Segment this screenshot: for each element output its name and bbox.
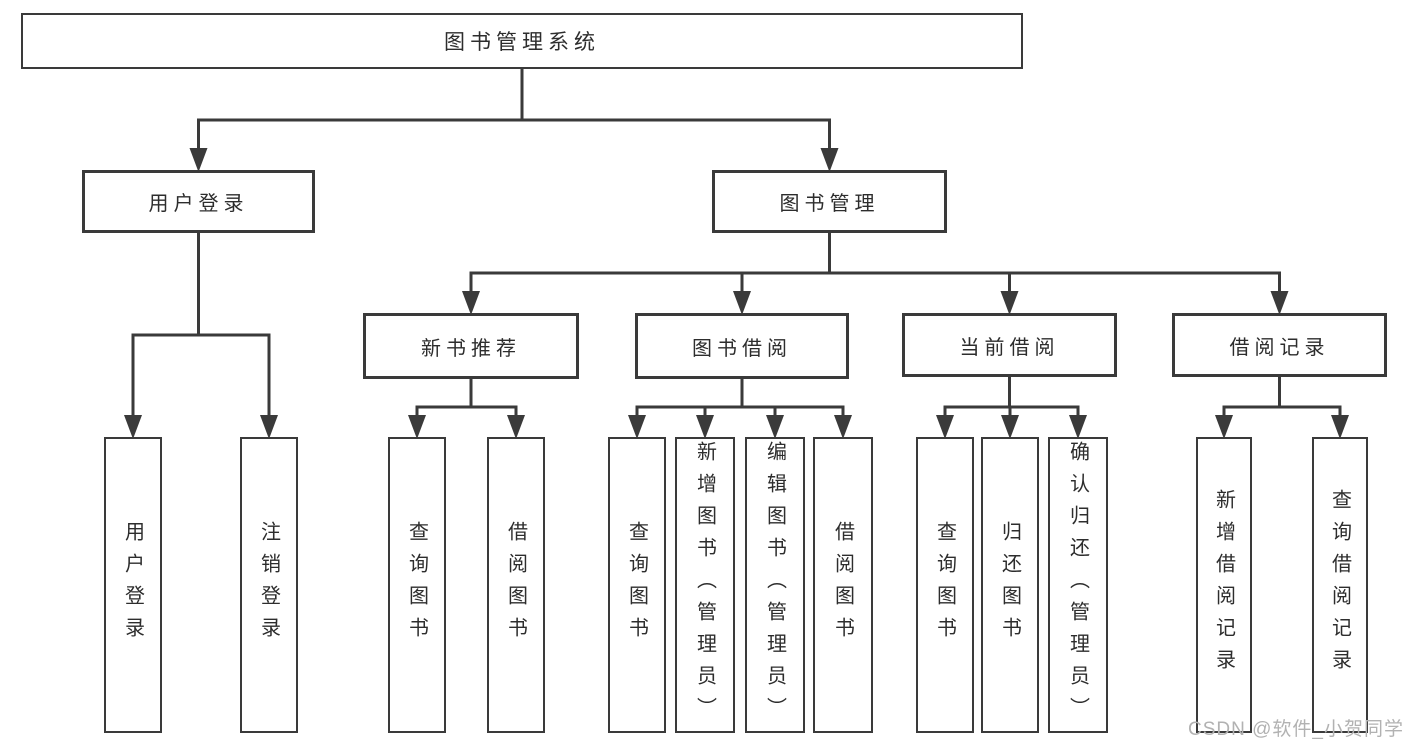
node-current-borrow: 当前借阅	[902, 313, 1117, 377]
node-leaf-confirm-return: 确认归还（管理员）	[1048, 437, 1108, 733]
node-leaf-add-book: 新增图书（管理员）	[675, 437, 735, 733]
node-leaf-query-books-3: 查询图书	[916, 437, 974, 733]
node-root: 图书管理系统	[21, 13, 1023, 69]
node-leaf-return-book: 归还图书	[981, 437, 1039, 733]
node-leaf-query-books-2: 查询图书	[608, 437, 666, 733]
node-leaf-query-books-1: 查询图书	[388, 437, 446, 733]
node-book-borrow: 图书借阅	[635, 313, 849, 379]
node-user-login: 用户登录	[82, 170, 315, 233]
node-leaf-borrow-books-2: 借阅图书	[813, 437, 873, 733]
node-leaf-borrow-books-1: 借阅图书	[487, 437, 545, 733]
node-new-books: 新书推荐	[363, 313, 579, 379]
watermark: CSDN @软件_小贺同学	[1188, 719, 1404, 740]
node-leaf-logout: 注销登录	[240, 437, 298, 733]
node-book-mgmt: 图书管理	[712, 170, 947, 233]
node-borrow-records: 借阅记录	[1172, 313, 1387, 377]
node-leaf-user-login: 用户登录	[104, 437, 162, 733]
node-leaf-add-borrow-record: 新增借阅记录	[1196, 437, 1252, 733]
node-leaf-edit-book: 编辑图书（管理员）	[745, 437, 805, 733]
node-leaf-query-borrow-record: 查询借阅记录	[1312, 437, 1368, 733]
